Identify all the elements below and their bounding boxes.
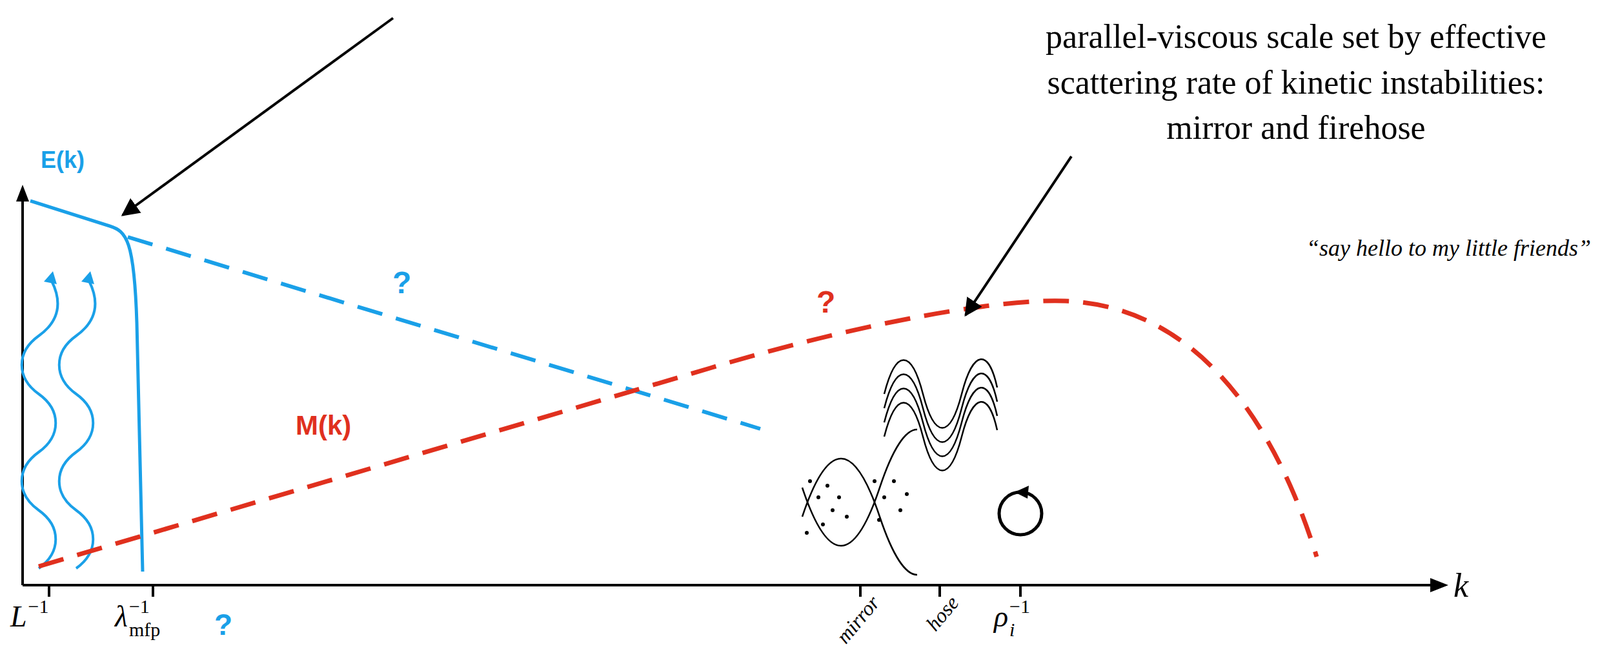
axis-title: E(k)	[40, 147, 85, 173]
forcing-waves	[21, 280, 96, 568]
question-mark: ?	[214, 607, 233, 641]
tick-exponent: −1	[1009, 595, 1031, 617]
tick-exponent: −1	[28, 595, 50, 617]
x-axis-head	[1430, 577, 1449, 592]
curve-label: M(k)	[295, 410, 352, 441]
energy-spectrum-guess	[127, 236, 761, 429]
gyro-head	[1014, 485, 1029, 499]
mirror-particles	[804, 478, 909, 535]
leader-arrow	[122, 18, 394, 215]
leader-arrow	[965, 156, 1072, 315]
annotation: parallel-viscous scale set by effective …	[1005, 14, 1587, 152]
tick-exponent: −1	[129, 595, 150, 617]
tick-label: ρ	[993, 600, 1009, 634]
mirror-modes	[802, 429, 918, 575]
energy-spectrum	[30, 200, 143, 572]
firehose-modes	[884, 358, 998, 470]
tick-subscript: i	[1009, 618, 1015, 640]
y-axis-head	[16, 184, 30, 202]
tick-subscript: mfp	[129, 618, 161, 640]
tick-label: mirror	[831, 591, 885, 648]
tick-label: hose	[921, 591, 964, 636]
axis-label: k	[1453, 566, 1469, 604]
quote: “say hello to my little friends”	[1306, 235, 1591, 262]
question-mark: ?	[392, 265, 412, 301]
tick-label: L	[10, 600, 28, 634]
x-axis	[22, 583, 1438, 587]
ticks	[49, 584, 1021, 597]
wave-head	[43, 271, 57, 284]
gyro-orbit	[999, 491, 1042, 535]
y-axis	[21, 193, 24, 585]
wave-head	[81, 271, 95, 284]
magnetic-spectrum	[38, 300, 1317, 567]
question-mark: ?	[816, 285, 836, 320]
tick-label: λ	[114, 600, 128, 634]
